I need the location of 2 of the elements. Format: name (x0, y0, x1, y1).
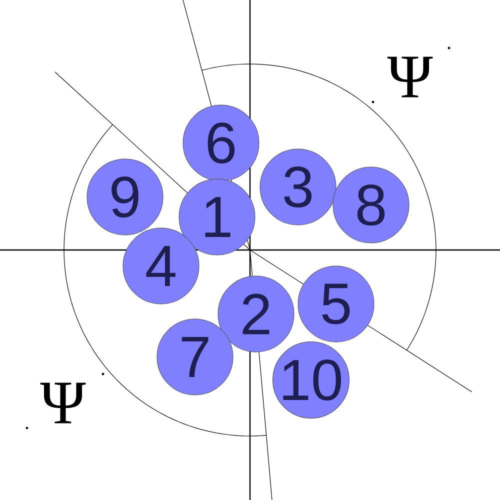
psi-symbol: Ψ (387, 56, 433, 98)
psi-symbol: Ψ (40, 382, 86, 424)
